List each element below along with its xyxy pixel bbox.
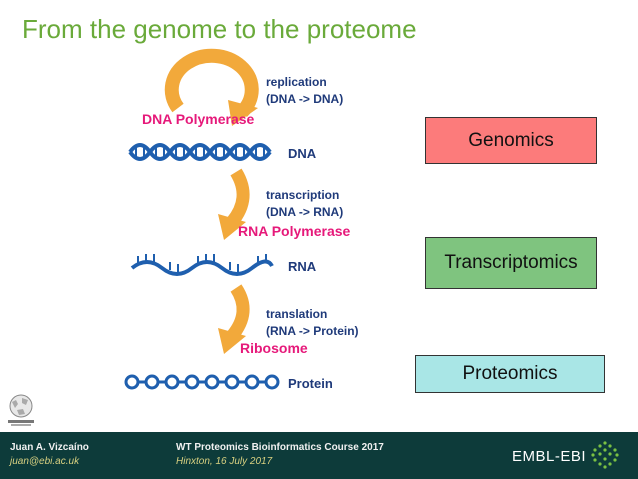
- replication-label: replication: [266, 75, 327, 89]
- proteomics-box: Proteomics: [415, 355, 605, 393]
- embl-dot-grid-icon: [591, 441, 619, 469]
- protein-chain-icon: [124, 374, 280, 390]
- transcriptomics-box: Transcriptomics: [425, 237, 597, 289]
- ribosome-label: Ribosome: [240, 340, 308, 356]
- dna-label: DNA: [288, 146, 317, 161]
- rna-strand-icon: [130, 254, 274, 276]
- course-title: WT Proteomics Bioinformatics Course 2017: [176, 442, 384, 453]
- genomics-box: Genomics: [425, 117, 597, 164]
- wikipedia-globe-icon: [8, 394, 34, 426]
- page-title: From the genome to the proteome: [22, 14, 417, 44]
- translation-label: translation: [266, 307, 327, 321]
- transcription-detail: (DNA -> RNA): [266, 205, 343, 219]
- author-name: Juan A. Vizcaíno: [10, 442, 89, 453]
- replication-detail: (DNA -> DNA): [266, 92, 343, 106]
- embl-ebi-logo-text: EMBL-EBI: [512, 448, 587, 465]
- protein-label: Protein: [288, 376, 333, 391]
- footer-bar: Juan A. Vizcaíno juan@ebi.ac.uk WT Prote…: [0, 432, 638, 479]
- translation-detail: (RNA -> Protein): [266, 324, 359, 338]
- dna-polymerase-label: DNA Polymerase: [142, 111, 255, 127]
- replication-cycle-arrow: [164, 48, 259, 126]
- transcription-arrow: [218, 168, 250, 240]
- dna-helix-icon: [128, 143, 272, 161]
- transcription-label: transcription: [266, 188, 339, 202]
- rna-label: RNA: [288, 259, 317, 274]
- translation-arrow: [218, 284, 250, 354]
- rna-polymerase-label: RNA Polymerase: [238, 223, 351, 239]
- central-dogma-diagram: replication (DNA -> DNA) DNA Polymerase …: [124, 48, 359, 391]
- author-email: juan@ebi.ac.uk: [10, 456, 80, 467]
- course-place-date: Hinxton, 16 July 2017: [176, 456, 273, 467]
